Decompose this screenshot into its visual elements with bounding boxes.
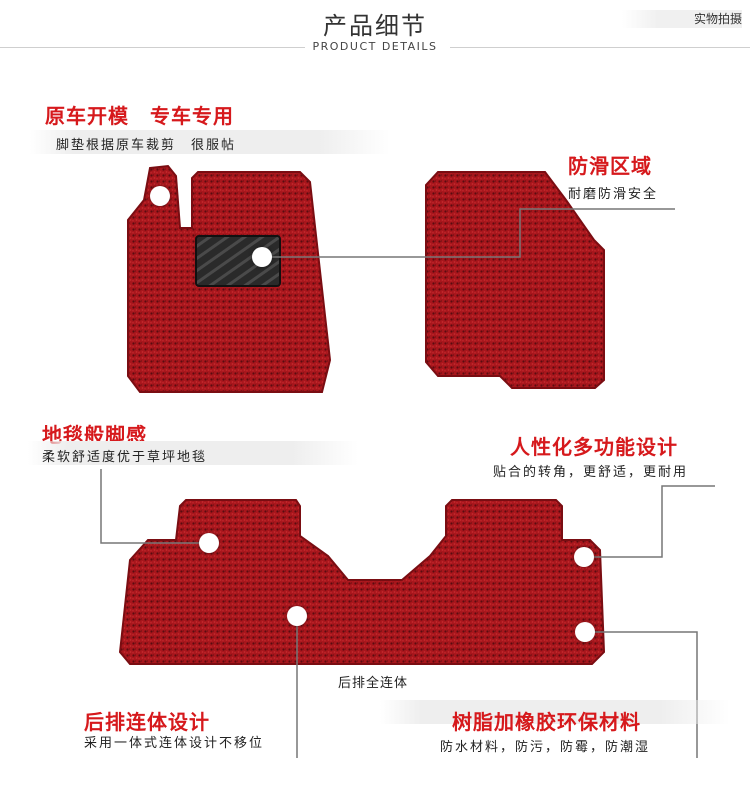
marker-dot (150, 186, 170, 206)
marker-dot (252, 247, 272, 267)
marker-dot (575, 622, 595, 642)
page-subtitle: PRODUCT DETAILS (312, 40, 438, 53)
feature-title-material: 树脂加橡胶环保材料 (452, 710, 641, 734)
rear-mat-label: 后排全连体 (338, 676, 409, 691)
feature-desc-anti-slip: 耐磨防滑安全 (568, 187, 659, 202)
feature-desc-carpet-feel: 柔软舒适度优于草坪地毯 (42, 450, 208, 465)
passenger-mat (425, 171, 605, 389)
feature-title-ergonomic: 人性化多功能设计 (510, 435, 678, 459)
feature-title-rear-onepiece: 后排连体设计 (84, 710, 210, 734)
header-divider (0, 47, 750, 48)
marker-dot (287, 606, 307, 626)
feature-desc-material: 防水材料，防污，防霉，防潮湿 (440, 740, 651, 755)
connector-ergonomic (584, 485, 715, 558)
feature-desc-bg (380, 700, 730, 724)
feature-desc-custom-fit: 脚垫根据原车裁剪 很服帖 (56, 138, 237, 153)
marker-dot (574, 547, 594, 567)
connector-anti-slip (262, 208, 675, 258)
feature-desc-bg (28, 441, 358, 465)
connector-carpet-feel (100, 469, 209, 544)
photo-note: 实物拍摄 (622, 10, 742, 28)
page-title: 产品细节 (323, 12, 427, 40)
feature-desc-ergonomic: 贴合的转角，更舒适，更耐用 (493, 465, 689, 480)
rear-mat (118, 499, 606, 665)
feature-desc-bg (30, 130, 390, 154)
feature-title-anti-slip: 防滑区域 (568, 154, 652, 178)
feature-desc-rear-onepiece: 采用一体式连体设计不移位 (84, 736, 265, 751)
marker-dot (199, 533, 219, 553)
feature-title-custom-fit: 原车开模 专车专用 (45, 104, 234, 128)
